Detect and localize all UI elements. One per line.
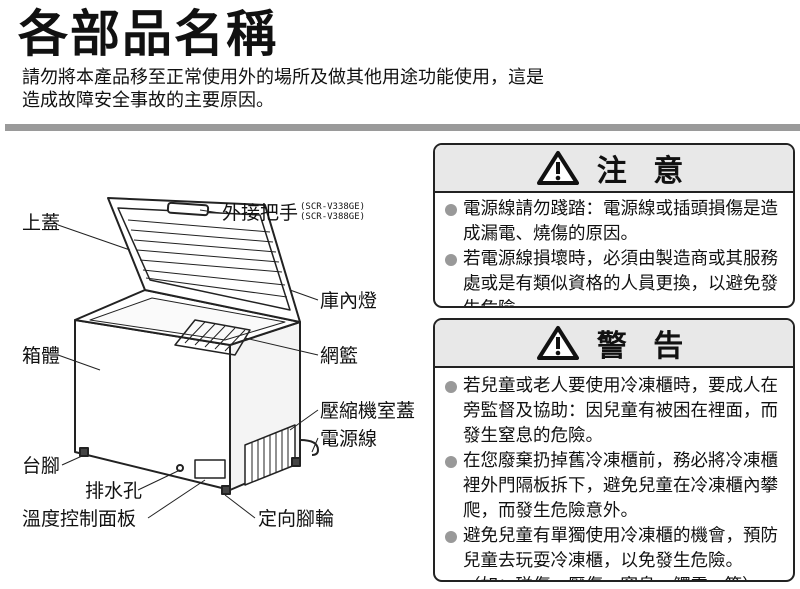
warning-header: 警 告 bbox=[435, 320, 793, 368]
caution-heading: 注 意 bbox=[596, 154, 692, 189]
warning-box: 警 告 若兒童或老人要使用冷凍櫃時，要成人在旁監督及協助：因兒童有被困在裡面，而… bbox=[433, 318, 795, 582]
warning-heading: 警 告 bbox=[596, 329, 692, 364]
label-feet: 台腳 bbox=[22, 455, 61, 477]
basket-shape bbox=[174, 319, 251, 356]
caution-item: 若電源線損壞時，必須由製造商或其服務處或是有類似資格的人員更換，以避免發生危險。 bbox=[445, 247, 785, 306]
label-compressor-cover: 壓縮機室蓋 bbox=[320, 400, 416, 422]
intro-line-1: 請勿將本產品移至正常使用外的場所及做其他用途功能使用，這是 bbox=[22, 67, 544, 88]
label-control-panel: 溫度控制面板 bbox=[22, 508, 137, 530]
label-lid: 上蓋 bbox=[22, 212, 61, 234]
warning-item: 在您廢棄扔掉舊冷凍櫃前，務必將冷凍櫃裡外門隔板拆下，避免兒童在冷凍櫃內攀爬，而發… bbox=[445, 449, 785, 524]
drain-hole bbox=[176, 464, 184, 472]
label-lamp: 庫內燈 bbox=[320, 290, 378, 312]
caution-header: 注 意 bbox=[435, 145, 793, 193]
label-handle: 外接把手(SCR-V338GE)(SCR-V388GE) bbox=[222, 202, 365, 224]
caution-box: 注 意 電源線請勿踐踏：電源線或插頭損傷是造成漏電、燒傷的原因。若電源線損壞時，… bbox=[433, 143, 795, 308]
handle-models: (SCR-V338GE)(SCR-V388GE) bbox=[300, 202, 365, 222]
divider bbox=[5, 124, 800, 131]
handle-shape bbox=[166, 201, 210, 217]
page-title: 各部品名稱 bbox=[18, 5, 278, 63]
freezer-diagram bbox=[57, 197, 319, 519]
label-power-cord: 電源線 bbox=[320, 428, 378, 450]
intro-line-2: 造成故障安全事故的主要原因。 bbox=[22, 90, 274, 111]
label-cabinet: 箱體 bbox=[22, 345, 61, 367]
warning-triangle-icon bbox=[536, 151, 579, 185]
caution-item: 電源線請勿踐踏：電源線或插頭損傷是造成漏電、燒傷的原因。 bbox=[445, 197, 785, 247]
model-2: (SCR-V388GE) bbox=[300, 212, 366, 222]
model-1: (SCR-V338GE) bbox=[300, 202, 366, 212]
label-handle-text: 外接把手 bbox=[222, 202, 299, 224]
warning-triangle-icon bbox=[536, 326, 579, 360]
label-casters: 定向腳輪 bbox=[258, 508, 335, 530]
control-panel-shape bbox=[194, 459, 226, 479]
warning-item: 若兒童或老人要使用冷凍櫃時，要成人在旁監督及協助：因兒童有被困在裡面，而發生窒息… bbox=[445, 374, 785, 449]
label-drain: 排水孔 bbox=[85, 480, 143, 502]
label-basket: 網籃 bbox=[320, 345, 359, 367]
warning-item: 避免兒童有單獨使用冷凍櫃的機會，預防兒童去玩耍冷凍櫃，以免發生危險。（如：碰傷、… bbox=[445, 524, 785, 580]
power-cord-shape bbox=[299, 439, 319, 456]
